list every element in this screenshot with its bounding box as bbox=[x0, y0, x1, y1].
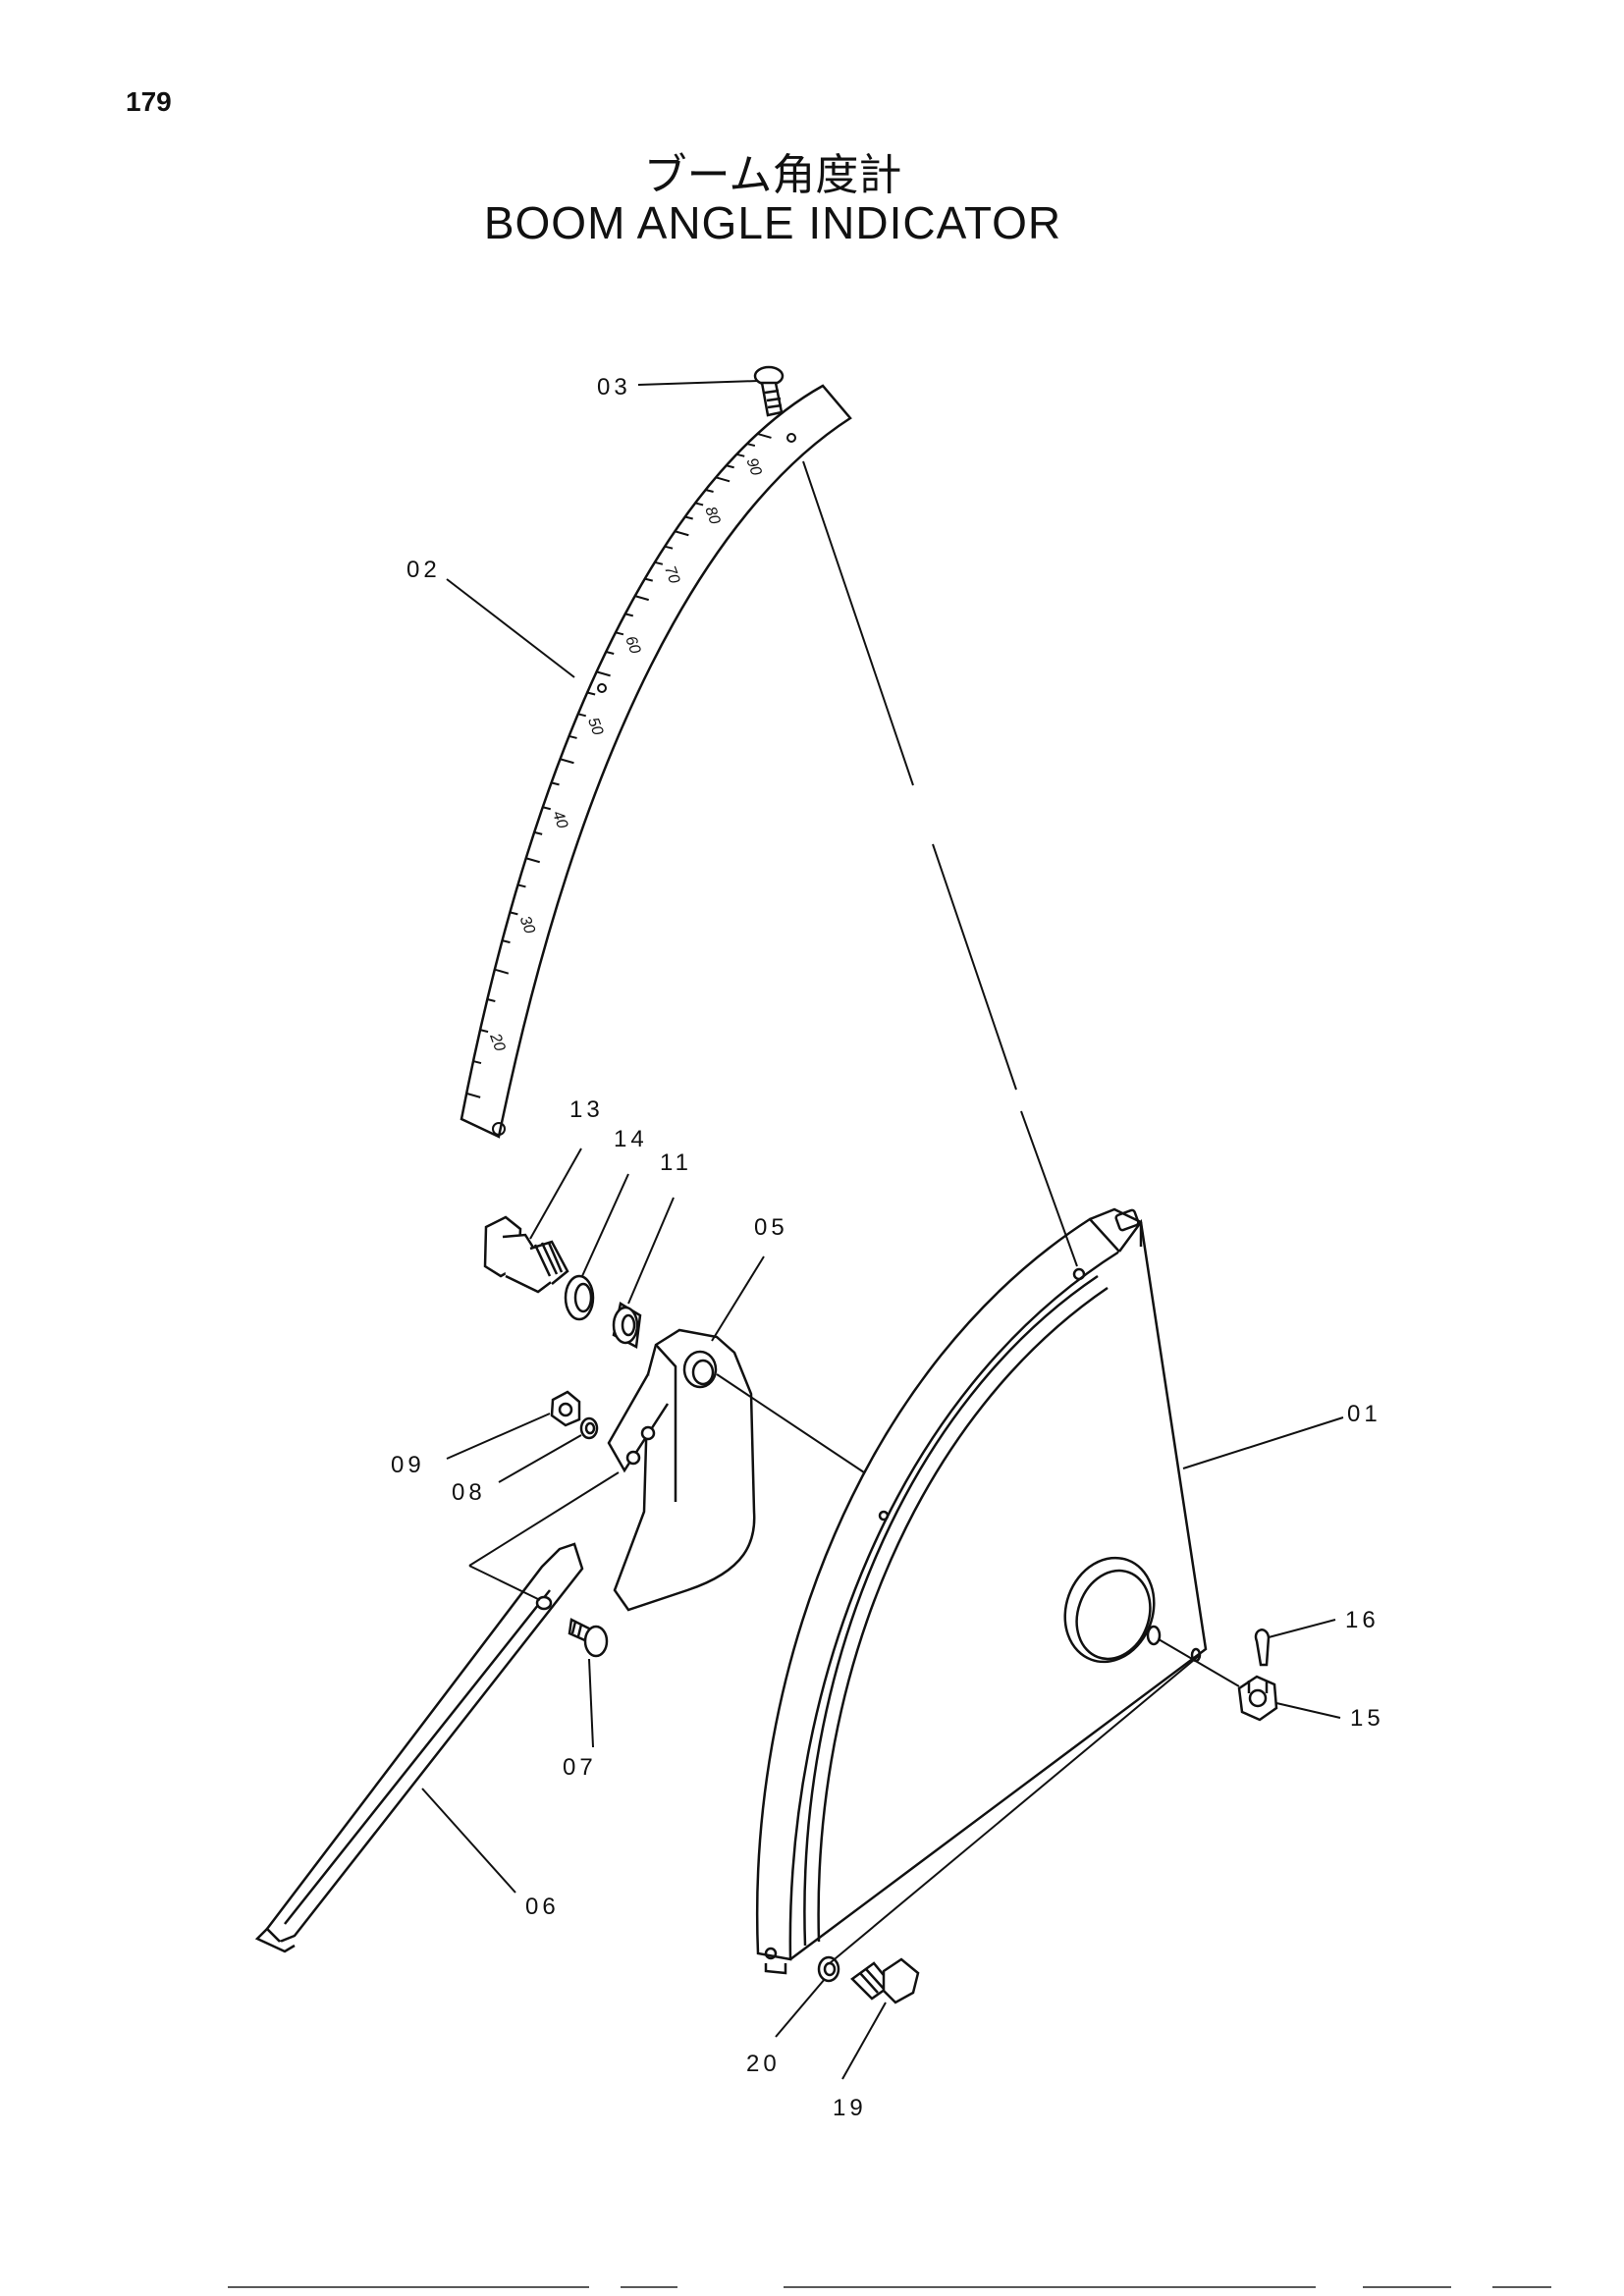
scale-minor-tick bbox=[705, 489, 714, 493]
scale-minor-tick bbox=[694, 502, 704, 507]
scale-label-20: 20 bbox=[486, 1031, 508, 1054]
callout-09: 09 bbox=[391, 1452, 425, 1478]
callout-03: 03 bbox=[597, 374, 631, 400]
callout-13: 13 bbox=[569, 1096, 604, 1123]
scale-minor-tick bbox=[502, 939, 511, 944]
callout-02: 02 bbox=[406, 557, 441, 583]
scale-label-30: 30 bbox=[516, 914, 538, 936]
scale-minor-tick bbox=[726, 464, 734, 469]
bolt-13 bbox=[483, 1215, 569, 1294]
callout-19: 19 bbox=[833, 2095, 867, 2121]
title-english: BOOM ANGLE INDICATOR bbox=[483, 197, 1062, 248]
callout-labels: 03 02 13 14 11 05 01 09 08 07 06 16 15 2… bbox=[391, 374, 1384, 2121]
scale-label-70: 70 bbox=[661, 563, 682, 586]
scale-minor-tick bbox=[533, 830, 543, 835]
washer-14 bbox=[564, 1274, 595, 1321]
scale-minor-tick bbox=[644, 577, 653, 582]
scale-minor-tick bbox=[624, 613, 634, 617]
castle-nut-15 bbox=[1237, 1675, 1278, 1722]
washer-08 bbox=[579, 1416, 599, 1440]
callout-07: 07 bbox=[563, 1754, 597, 1781]
scale-label-40: 40 bbox=[549, 809, 570, 831]
quadrant-plate bbox=[755, 1207, 1208, 1975]
title-japanese: ブーム角度計 bbox=[643, 150, 902, 200]
callout-08: 08 bbox=[452, 1479, 486, 1506]
scale-minor-tick bbox=[510, 911, 518, 916]
scale-major-tick bbox=[596, 670, 611, 677]
page-number: 179 bbox=[126, 86, 172, 117]
callout-01: 01 bbox=[1347, 1401, 1381, 1427]
screw-07 bbox=[568, 1618, 609, 1658]
bushing-11 bbox=[612, 1302, 642, 1349]
scale-label-50: 50 bbox=[584, 716, 606, 738]
nut-09 bbox=[550, 1390, 581, 1427]
callout-20: 20 bbox=[746, 2051, 781, 2077]
scale-minor-tick bbox=[487, 998, 496, 1002]
scale-minor-tick bbox=[551, 781, 560, 786]
scale-minor-tick bbox=[615, 631, 624, 636]
scale-major-tick bbox=[757, 432, 772, 439]
scale-minor-tick bbox=[517, 883, 526, 888]
scale-minor-tick bbox=[586, 691, 596, 696]
scale-ticks bbox=[465, 432, 772, 1098]
angle-scale-strip bbox=[460, 384, 852, 1139]
pointer-06 bbox=[254, 1542, 584, 1953]
scale-minor-tick bbox=[684, 515, 693, 520]
washer-20 bbox=[817, 1955, 840, 1983]
screw-03 bbox=[753, 365, 785, 417]
scale-minor-tick bbox=[735, 453, 745, 457]
scale-label-90: 90 bbox=[742, 455, 764, 478]
scale-label-60: 60 bbox=[622, 634, 643, 657]
assembly-lines bbox=[468, 460, 1240, 1964]
scale-minor-tick bbox=[664, 545, 674, 550]
scale-minor-tick bbox=[654, 561, 664, 565]
callout-15: 15 bbox=[1350, 1705, 1384, 1732]
scale-major-tick bbox=[560, 758, 574, 765]
callout-14: 14 bbox=[614, 1126, 648, 1152]
scale-minor-tick bbox=[542, 806, 552, 811]
callout-05: 05 bbox=[754, 1214, 788, 1241]
bracket-05 bbox=[607, 1328, 756, 1612]
scale-minor-tick bbox=[568, 734, 577, 739]
callout-11: 11 bbox=[660, 1149, 692, 1176]
scale-major-tick bbox=[675, 530, 689, 537]
scale-minor-tick bbox=[479, 1029, 489, 1034]
bolt-19 bbox=[850, 1957, 920, 2004]
scale-major-tick bbox=[634, 595, 649, 602]
callout-16: 16 bbox=[1345, 1607, 1380, 1633]
pin-16 bbox=[1254, 1629, 1271, 1667]
scale-minor-tick bbox=[577, 713, 587, 718]
callout-leaders bbox=[421, 380, 1344, 2080]
scale-major-tick bbox=[494, 968, 510, 975]
scale-label-80: 80 bbox=[701, 505, 723, 527]
scale-minor-tick bbox=[605, 650, 615, 655]
scale-major-tick bbox=[525, 857, 540, 864]
callout-06: 06 bbox=[525, 1894, 560, 1920]
scale-major-tick bbox=[465, 1092, 481, 1098]
scale-labels: 90 80 70 60 50 40 30 20 bbox=[486, 455, 765, 1053]
scale-minor-tick bbox=[472, 1060, 482, 1065]
scale-minor-tick bbox=[746, 443, 756, 448]
scale-major-tick bbox=[715, 476, 731, 483]
